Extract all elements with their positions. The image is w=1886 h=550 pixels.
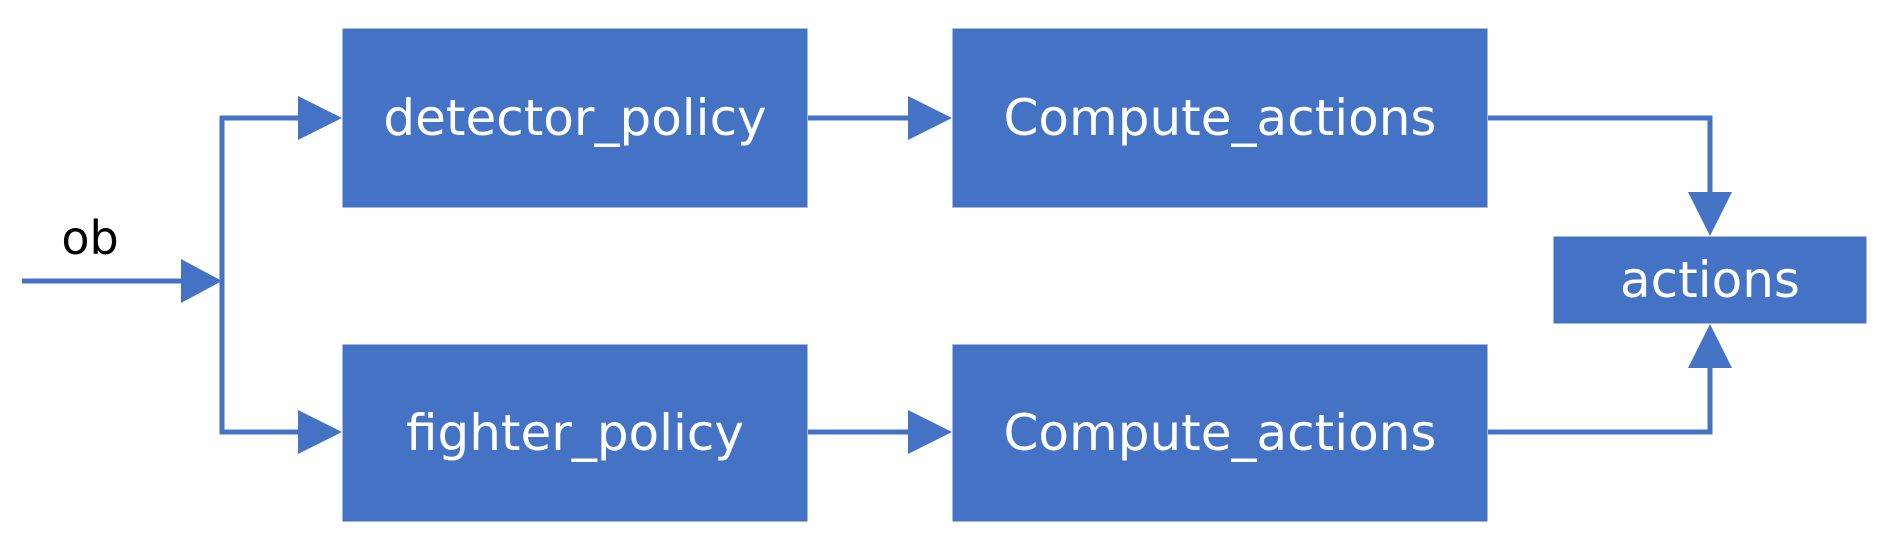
- compute-actions-top-box: [951, 27, 1489, 209]
- compute-actions-top-node: Compute_actions: [951, 27, 1489, 209]
- fighter-policy-box: [341, 343, 809, 523]
- detector-policy-node: detector_policy: [341, 27, 809, 209]
- compute-actions-bottom-box: [951, 343, 1489, 523]
- arrow-compute-bottom-to-actions-line: [1488, 366, 1713, 435]
- arrow-compute-bottom-to-actions-head: [1688, 324, 1732, 368]
- fighter-policy-node: fighter_policy: [341, 343, 809, 523]
- arrow-detector-to-compute-head: [908, 96, 952, 140]
- arrow-to-fighter-head: [298, 410, 342, 454]
- actions-box: [1552, 235, 1868, 325]
- input-arrowhead: [181, 259, 222, 303]
- arrow-compute-top-to-actions-head: [1688, 192, 1732, 236]
- detector-policy-box: [341, 27, 809, 209]
- detector-policy-label: detector_policy: [383, 89, 766, 147]
- compute-actions-top-label: Compute_actions: [1004, 89, 1437, 147]
- arrow-to-detector-head: [298, 96, 342, 140]
- actions-node: actions: [1552, 235, 1868, 325]
- actions-label: actions: [1620, 251, 1800, 309]
- arrow-compute-top-to-actions-line: [1488, 115, 1713, 194]
- compute-actions-bottom-label: Compute_actions: [1004, 404, 1437, 462]
- compute-actions-bottom-node: Compute_actions: [951, 343, 1489, 523]
- fighter-policy-label: fighter_policy: [406, 404, 744, 462]
- arrow-fighter-to-compute-head: [908, 410, 952, 454]
- input-label-ob: ob: [61, 211, 118, 265]
